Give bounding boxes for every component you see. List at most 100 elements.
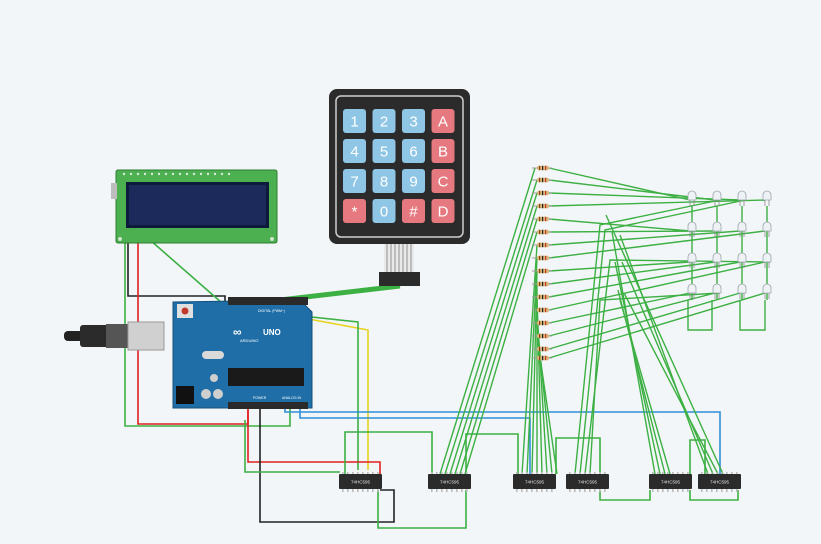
capacitor [201, 389, 211, 399]
shift-register-chip[interactable]: 74HC595 [339, 472, 382, 492]
keypad-ribbon-traces [386, 244, 412, 272]
keypad-key-5[interactable]: 5 [372, 139, 396, 163]
power-label: POWER [253, 396, 267, 400]
infinity-icon: ∞ [233, 325, 242, 339]
resistor [532, 355, 552, 361]
led [737, 190, 747, 206]
power-jack [176, 386, 194, 404]
capacitor [210, 374, 218, 382]
wire-bundle-chip6 [605, 214, 724, 475]
led [687, 221, 697, 237]
power-analog-header [228, 402, 308, 409]
keypad-key-9[interactable]: 9 [402, 169, 425, 193]
keypad-key-6[interactable]: 6 [402, 139, 425, 163]
wire-bundle-chip3 [521, 244, 558, 475]
shift-register-chip[interactable]: 74HC595 [649, 472, 692, 492]
keypad-key-label: D [438, 204, 449, 221]
led [687, 252, 697, 268]
wire-bundle-chip5 [611, 231, 671, 475]
led [762, 252, 772, 268]
keypad-key-label: B [438, 144, 448, 161]
wire-green [377, 490, 467, 529]
keypad-key-A[interactable]: A [431, 109, 455, 133]
wire-red [247, 410, 381, 474]
resistor [532, 294, 552, 300]
keypad-key-3[interactable]: 3 [402, 109, 425, 133]
wire-resistor-to-led [548, 167, 766, 359]
keypad-key-label: * [352, 204, 358, 221]
keypad-key-1[interactable]: 1 [343, 109, 366, 133]
keypad-key-B[interactable]: B [431, 139, 455, 163]
arduino-logo: ∞ UNO ARDUINO [233, 325, 281, 343]
keypad-key-label: 4 [350, 144, 358, 161]
lcd-mount-hole [118, 237, 122, 241]
shift-register-chip[interactable]: 74HC595 [698, 472, 741, 492]
shift-register-chip[interactable]: 74HC595 [428, 472, 471, 492]
led-matrix [687, 190, 772, 299]
wire-black [127, 240, 226, 305]
keypad-key-*[interactable]: * [343, 199, 366, 223]
resistor [532, 320, 552, 326]
uno-logo: UNO [263, 328, 281, 337]
wire-led-columns [687, 206, 768, 331]
keypad-key-label: C [438, 174, 449, 191]
reset-button[interactable] [181, 307, 189, 315]
shift-register-chip[interactable]: 74HC595 [513, 472, 556, 492]
keypad-key-label: A [438, 114, 448, 131]
chip-label: 74HC595 [578, 480, 598, 485]
chip-label: 74HC595 [351, 480, 371, 485]
keypad-key-D[interactable]: D [431, 199, 455, 223]
lcd-i2c-pins [111, 183, 117, 199]
keypad-key-0[interactable]: 0 [372, 199, 396, 223]
keypad-key-#[interactable]: # [402, 199, 425, 223]
shift-register-chip[interactable]: 74HC595 [566, 472, 609, 492]
led [762, 283, 772, 299]
keypad-key-label: 1 [350, 114, 358, 131]
wire-green [689, 490, 739, 501]
chip-label: 74HC595 [440, 480, 460, 485]
keypad-key-7[interactable]: 7 [343, 169, 366, 193]
wire-green [465, 433, 519, 474]
resistor [532, 216, 552, 222]
usb-cable [64, 321, 165, 351]
led [712, 252, 722, 268]
arduino-uno-board[interactable]: ∞ UNO ARDUINO DIGITAL (PWM~) POWER ANALO… [172, 297, 313, 409]
keypad-key-8[interactable]: 8 [372, 169, 396, 193]
keypad-key-label: 8 [380, 174, 388, 191]
digital-label: DIGITAL (PWM~) [258, 309, 285, 313]
led [737, 252, 747, 268]
keypad-key-label: # [409, 204, 418, 221]
keypad-key-label: 2 [380, 114, 388, 131]
resistor [532, 268, 552, 274]
wire-blue [284, 400, 721, 474]
keypad-key-2[interactable]: 2 [372, 109, 396, 133]
keypad-key-C[interactable]: C [431, 169, 455, 193]
arduino-brand: ARDUINO [240, 338, 258, 343]
wire-green [599, 490, 651, 501]
resistor [532, 165, 552, 171]
led [712, 190, 722, 206]
resistor [532, 281, 552, 287]
wire-blue [299, 400, 531, 474]
led [687, 190, 697, 206]
led [712, 221, 722, 237]
resistor [532, 242, 552, 248]
wire-green [149, 239, 231, 311]
shift-registers: 74HC595 74HC595 74HC595 74HC595 74HC595 74HC5… [339, 472, 741, 492]
lcd-display[interactable] [111, 169, 278, 244]
keypad-key-4[interactable]: 4 [343, 139, 366, 163]
led [737, 221, 747, 237]
chip-label: 74HC595 [661, 480, 681, 485]
keypad-key-label: 5 [380, 144, 388, 161]
crystal [202, 351, 224, 359]
keypad-key-label: 0 [380, 204, 388, 221]
lcd-header-pins [122, 172, 231, 176]
resistor [532, 307, 552, 313]
digital-header [228, 297, 308, 305]
resistor [532, 333, 552, 339]
keypad-key-label: 3 [409, 114, 417, 131]
keypad-connector [379, 272, 420, 286]
lcd-screen [129, 185, 266, 225]
